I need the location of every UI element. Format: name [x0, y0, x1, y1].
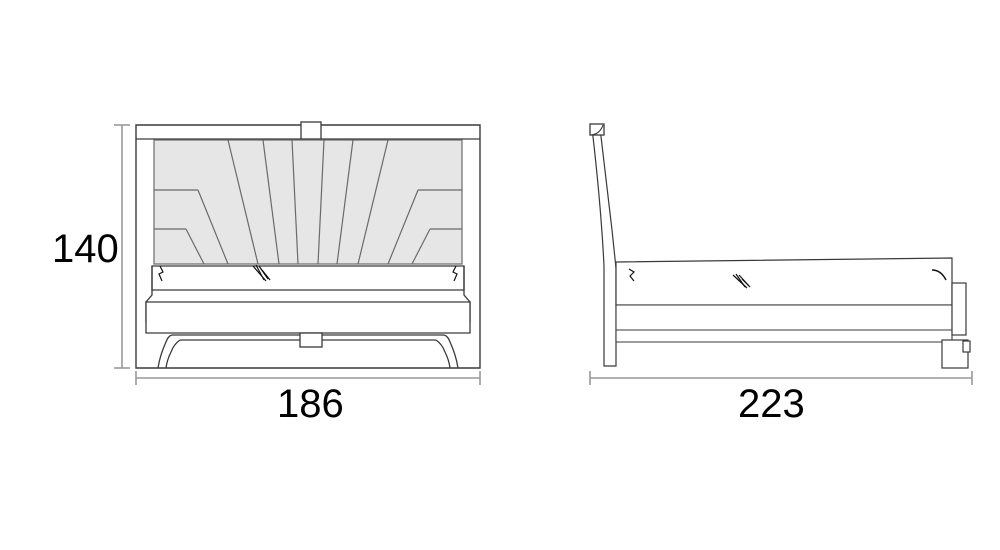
side-foot-leg — [941, 282, 971, 369]
side-upper-rail-body — [615, 304, 953, 331]
front-view — [135, 121, 481, 369]
dimension-height-label: 140 — [52, 227, 119, 271]
leg-right-inner — [435, 339, 451, 369]
front-view-dimensions: 140 186 — [52, 124, 481, 426]
mattress-body — [151, 265, 465, 291]
mattress-fold-right — [452, 265, 458, 282]
dimension-width-186: 186 — [135, 371, 481, 426]
center-top-connector — [300, 121, 322, 140]
headboard-post-cap — [589, 123, 605, 136]
side-lower-rail — [615, 329, 953, 343]
curved-headboard-post — [589, 123, 617, 367]
fan-ray-r1 — [387, 189, 419, 265]
dimension-length-label: 223 — [738, 382, 805, 426]
sunburst-headboard-panel — [153, 139, 463, 265]
fan-ray-r2 — [357, 139, 389, 265]
front-mattress — [151, 264, 465, 291]
foot-leg-tab — [962, 340, 971, 353]
fan-ray-l4 — [291, 139, 299, 265]
mattress-fold-left — [158, 265, 164, 282]
side-lower-rail-body — [615, 329, 953, 343]
side-mattress-fold-head — [628, 268, 635, 282]
side-mattress-body — [615, 257, 953, 306]
dimension-height-140: 140 — [52, 124, 130, 369]
foot-leg-upper-bracket — [951, 282, 967, 336]
headboard-post-body — [591, 127, 617, 367]
side-view-dimensions: 223 — [589, 371, 973, 426]
center-bottom-connector — [299, 332, 323, 348]
headboard-post-cap-curve — [590, 124, 604, 136]
leg-left-outer — [157, 334, 173, 369]
fan-ray-r0 — [411, 228, 431, 265]
fan-ray-l3 — [262, 139, 280, 265]
fan-ray-l2 — [227, 139, 259, 265]
side-mattress — [615, 257, 953, 306]
mattress-crease-mark — [252, 264, 271, 282]
fan-ray-r4 — [317, 139, 325, 265]
fan-ray-l0 — [185, 228, 205, 265]
base-rail-body — [145, 301, 471, 334]
leg-left-inner — [165, 339, 181, 369]
side-mattress-crease-mark — [732, 273, 751, 289]
fan-ray-l1 — [197, 189, 229, 265]
front-base-rail — [145, 301, 471, 334]
side-view — [589, 123, 971, 369]
dimension-width-label: 186 — [277, 382, 344, 426]
dimension-length-223: 223 — [589, 371, 973, 426]
fan-ray-r3 — [336, 139, 354, 265]
headboard-panel-background — [153, 139, 463, 265]
side-mattress-curve-foot — [931, 269, 947, 281]
leg-right-outer — [443, 334, 459, 369]
side-upper-rail — [615, 304, 953, 331]
